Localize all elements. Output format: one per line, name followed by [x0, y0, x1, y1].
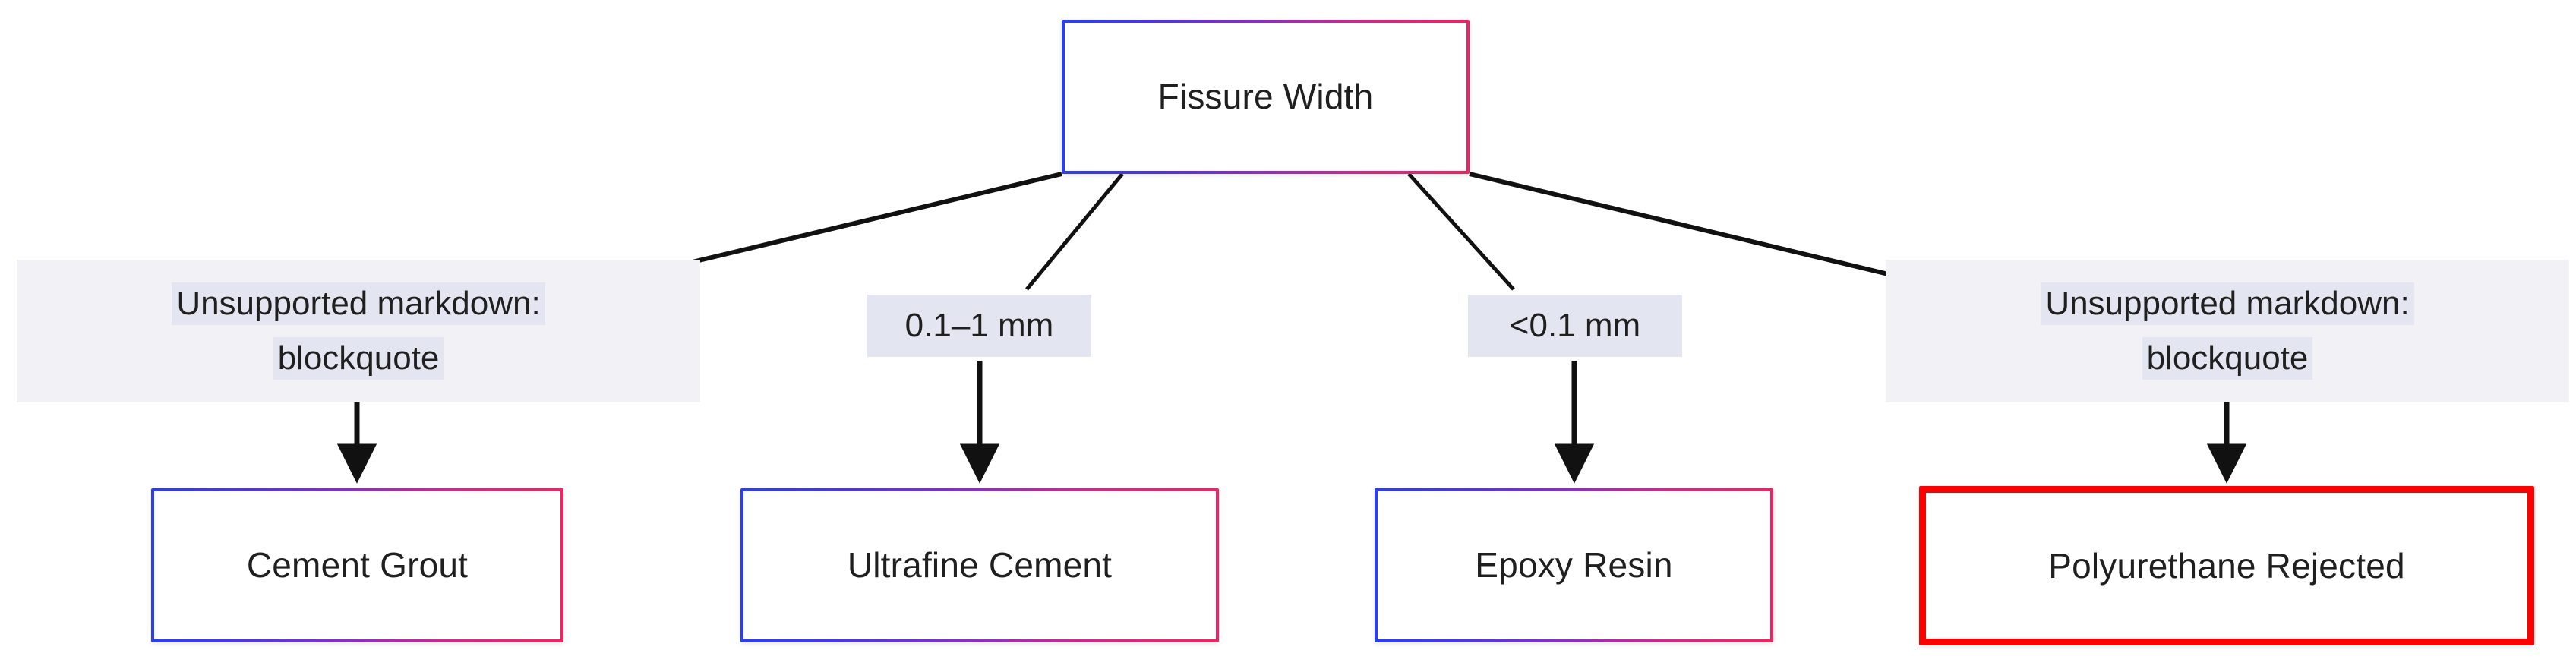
connector-root-to-edge4 [1469, 172, 1902, 279]
edge-label-2-text: 0.1–1 mm [904, 306, 1054, 344]
edge-label-1-line-2: blockquote [273, 337, 444, 380]
edge-label-chip-2: 0.1–1 mm [867, 295, 1091, 357]
node-ultrafine-cement-label: Ultrafine Cement [847, 545, 1113, 586]
connector-root-to-edge3 [1407, 172, 1515, 291]
node-epoxy-resin[interactable]: Epoxy Resin [1375, 488, 1773, 642]
node-ultrafine-cement[interactable]: Ultrafine Cement [740, 488, 1219, 642]
edge-label-chip-3: <0.1 mm [1468, 295, 1682, 357]
edge-label-3-text: <0.1 mm [1509, 306, 1641, 344]
node-ultrafine-cement-inner: Ultrafine Cement [743, 491, 1216, 639]
node-epoxy-resin-inner: Epoxy Resin [1378, 491, 1770, 639]
connector-root-to-edge2 [1025, 172, 1124, 291]
node-cement-grout-inner: Cement Grout [154, 491, 560, 639]
edge-label-panel-4: Unsupported markdown: blockquote [1886, 260, 2569, 402]
node-cement-grout[interactable]: Cement Grout [151, 488, 564, 642]
node-fissure-width-label: Fissure Width [1157, 77, 1374, 117]
node-epoxy-resin-label: Epoxy Resin [1475, 545, 1673, 586]
edge-label-panel-1: Unsupported markdown: blockquote [17, 260, 700, 402]
edge-label-4-line-1: Unsupported markdown: [2041, 282, 2414, 325]
node-polyurethane-rejected[interactable]: Polyurethane Rejected [1919, 486, 2534, 645]
edge-label-1-line-1: Unsupported markdown: [172, 282, 545, 325]
edge-label-4-line-2: blockquote [2142, 337, 2313, 380]
node-fissure-width-inner: Fissure Width [1065, 23, 1466, 171]
node-polyurethane-rejected-label: Polyurethane Rejected [2048, 545, 2405, 586]
node-fissure-width[interactable]: Fissure Width [1062, 20, 1470, 174]
node-cement-grout-label: Cement Grout [246, 545, 469, 586]
